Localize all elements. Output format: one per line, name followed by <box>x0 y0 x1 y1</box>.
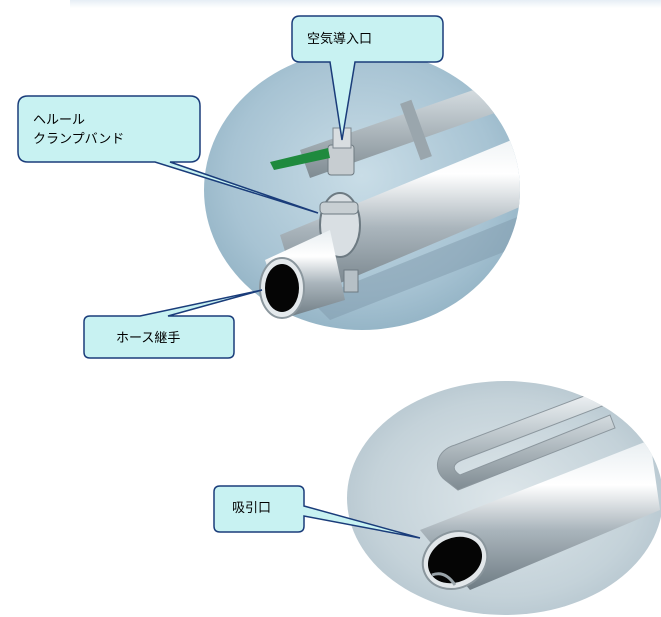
callout-air-inlet <box>291 15 444 141</box>
ferrule-label-line2: クランプバンド <box>33 132 125 147</box>
callout-suction-port <box>213 485 421 539</box>
lower-photo <box>347 381 661 615</box>
header-gradient-line <box>70 0 661 8</box>
air-inlet-label: 空気導入口 <box>307 32 373 47</box>
callout-ferrule-clamp <box>17 95 319 214</box>
callout-hose-joint <box>83 289 263 359</box>
hose-joint-label: ホース継手 <box>116 331 181 346</box>
suction-port-label: 吸引口 <box>232 501 272 516</box>
upper-photo <box>204 50 520 330</box>
ferrule-label-line1: ヘルール <box>33 113 86 128</box>
